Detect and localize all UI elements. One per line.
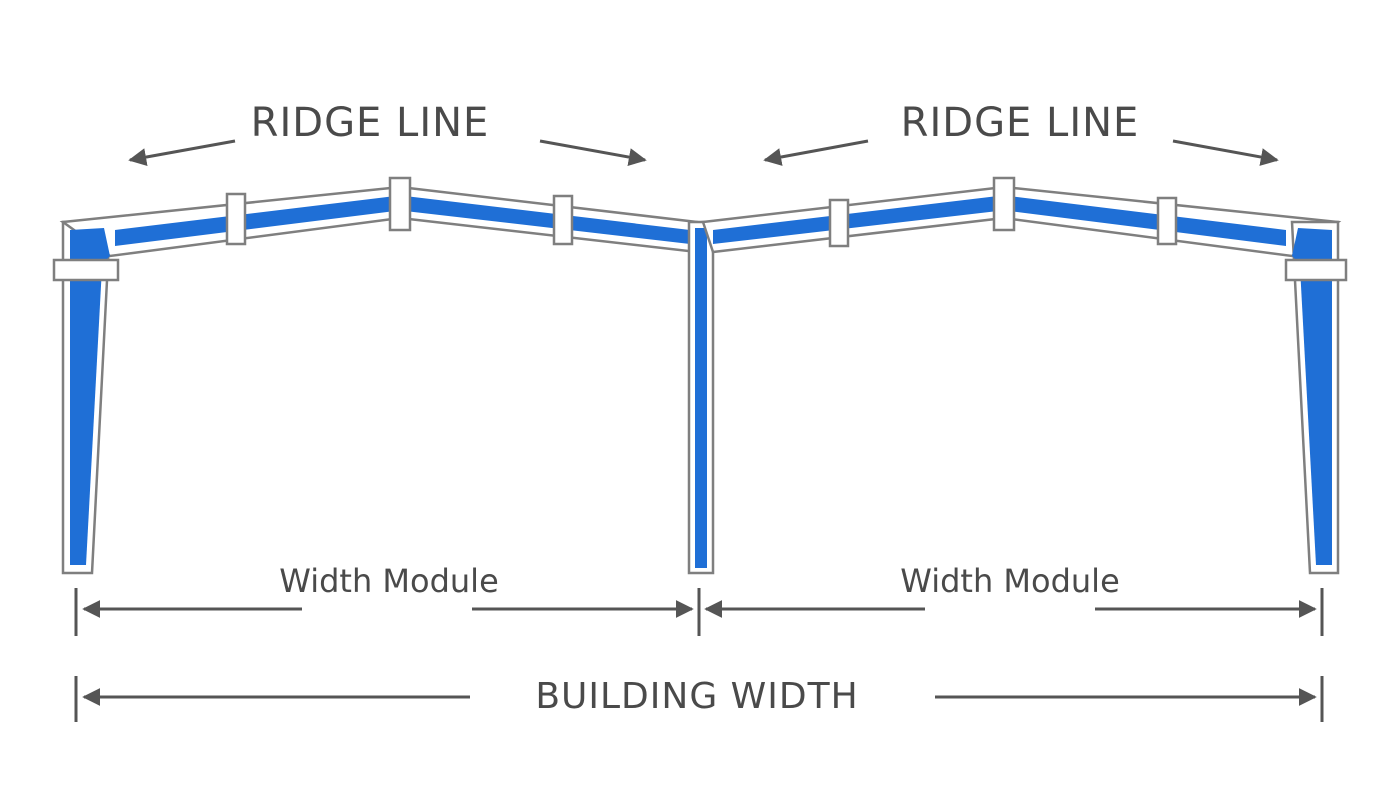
right-bay-rafter-b-fill <box>1009 196 1286 246</box>
right-bay-frame <box>701 176 1348 575</box>
left-bay-frame <box>52 176 699 575</box>
left-outer-column-fill <box>70 230 104 565</box>
ridge-right-arrow-right <box>1172 139 1279 166</box>
width-module-right-dimension: Width Module <box>704 562 1324 636</box>
left-bay-splice-1 <box>225 192 247 246</box>
center-column <box>687 220 715 575</box>
width-module-left-label: Width Module <box>279 562 499 600</box>
ridge-line-right-group: RIDGE LINE <box>763 100 1279 166</box>
ridge-left-arrow-left <box>128 139 236 166</box>
building-width-dimension: BUILDING WIDTH <box>74 676 1324 722</box>
center-column-fill <box>695 228 707 568</box>
ridge-line-left-group: RIDGE LINE <box>128 100 647 166</box>
right-knee-plate <box>1284 258 1348 282</box>
width-module-right-label: Width Module <box>900 562 1120 600</box>
ridge-right-arrow-left <box>763 139 869 166</box>
right-bay-splice-2 <box>1156 196 1178 246</box>
right-bay-ridge-plate <box>992 176 1016 232</box>
left-bay-splice-2 <box>552 194 574 246</box>
right-outer-column-fill <box>1298 230 1332 565</box>
right-knee-haunch <box>1292 228 1332 262</box>
left-bay-ridge-plate <box>388 176 412 232</box>
ridge-left-arrow-right <box>539 139 647 166</box>
ridge-line-left-label: RIDGE LINE <box>251 100 490 146</box>
right-bay-rafter-a-fill <box>713 196 998 244</box>
ridge-line-right-label: RIDGE LINE <box>901 100 1140 146</box>
building-width-label: BUILDING WIDTH <box>535 676 858 717</box>
left-bay-rafter-b-fill <box>405 196 690 244</box>
right-bay-splice-1 <box>828 198 850 248</box>
width-module-left-dimension: Width Module <box>74 562 694 636</box>
left-knee-plate <box>52 258 120 282</box>
left-knee-haunch <box>70 228 110 262</box>
left-bay-rafter-a-fill <box>115 196 395 246</box>
